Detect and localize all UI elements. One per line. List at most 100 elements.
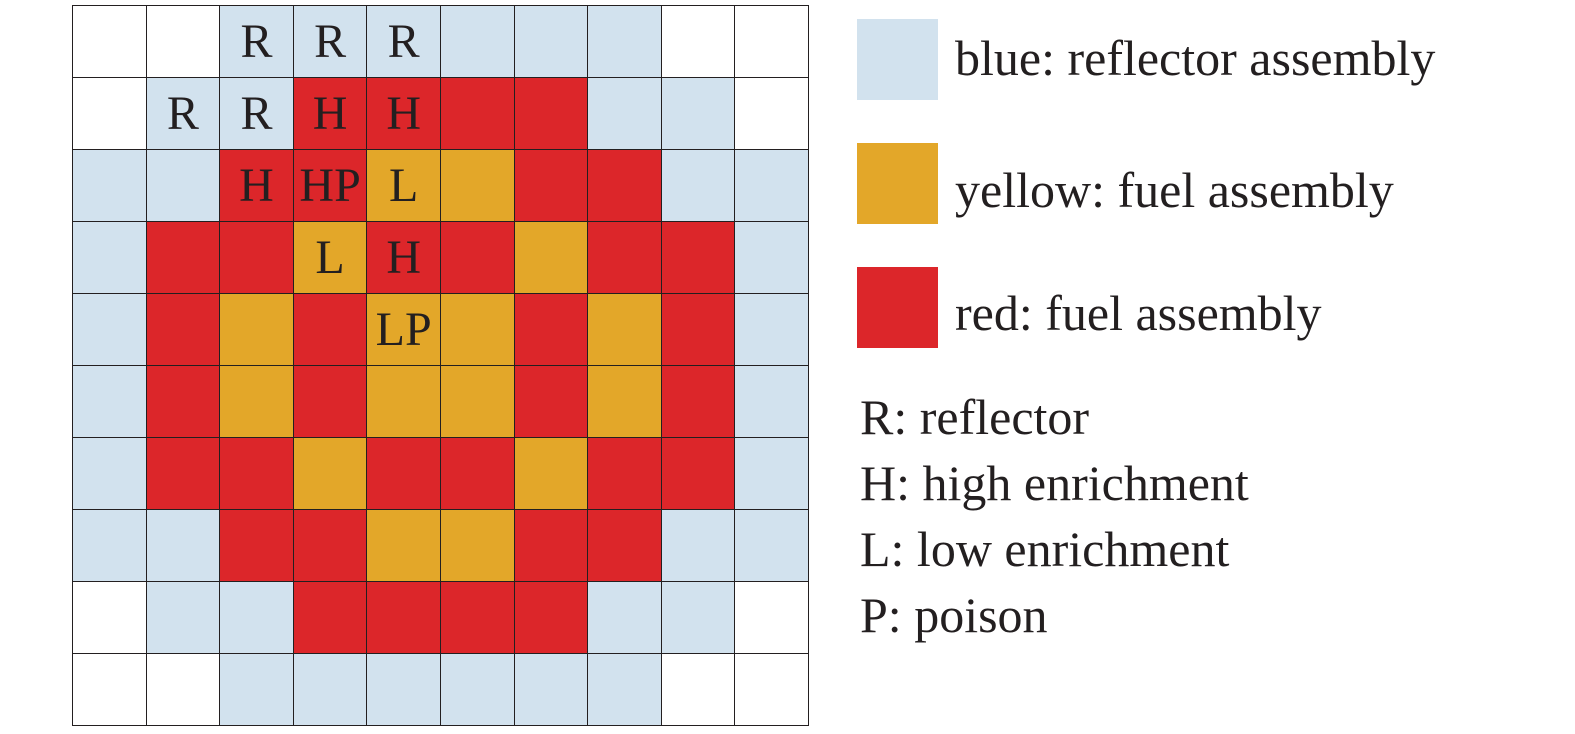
grid-cell [367, 510, 441, 582]
legend-swatch-yellow [857, 143, 938, 224]
grid-cell [661, 6, 736, 78]
grid-cell [661, 582, 736, 654]
grid-cell [661, 510, 736, 582]
legend-swatch-blue [857, 19, 938, 100]
grid-cell [293, 582, 368, 654]
grid-cell [588, 366, 662, 438]
grid-cell [220, 294, 294, 366]
grid-cell [588, 510, 662, 582]
grid-cell [146, 654, 221, 726]
grid-cell [588, 654, 662, 726]
legend-label-blue: blue: reflector assembly [955, 30, 1436, 86]
grid-cell [735, 294, 809, 366]
grid-cell [440, 654, 515, 726]
grid-cell [588, 222, 662, 294]
grid-cell [367, 438, 441, 510]
grid-cell [588, 294, 662, 366]
grid-cell [514, 366, 589, 438]
grid-cell [735, 222, 809, 294]
grid-cell [73, 294, 147, 366]
grid-cell [514, 654, 589, 726]
grid-cell [146, 150, 221, 222]
grid-cell: H [220, 150, 294, 222]
grid-cell [588, 6, 662, 78]
grid-cell [661, 78, 736, 150]
grid-cell [514, 294, 589, 366]
grid-cell [293, 510, 368, 582]
legend-label-yellow: yellow: fuel assembly [955, 162, 1394, 218]
grid-cell [367, 582, 441, 654]
grid-cell [588, 78, 662, 150]
grid-cell [661, 294, 736, 366]
grid-cell [293, 366, 368, 438]
grid-cell [661, 366, 736, 438]
grid-cell [293, 438, 368, 510]
grid-cell [73, 222, 147, 294]
grid-cell [661, 654, 736, 726]
grid-cell [735, 582, 809, 654]
grid-cell [73, 654, 147, 726]
grid-cell [735, 654, 809, 726]
grid-cell [367, 366, 441, 438]
grid-cell: R [220, 6, 294, 78]
legend-abbr-reflector: R: reflector [860, 389, 1090, 445]
grid-cell [367, 654, 441, 726]
grid-cell [146, 222, 221, 294]
grid-cell: L [367, 150, 441, 222]
legend-abbr-high-enrichment: H: high enrichment [860, 455, 1249, 511]
grid-cell [440, 582, 515, 654]
grid-cell [220, 222, 294, 294]
grid-cell [735, 366, 809, 438]
grid-cell [588, 150, 662, 222]
grid-cell [440, 438, 515, 510]
grid-cell [73, 582, 147, 654]
grid-cell [220, 654, 294, 726]
grid-cell [440, 6, 515, 78]
grid-cell [735, 438, 809, 510]
legend-abbr-low-enrichment: L: low enrichment [860, 521, 1230, 577]
grid-cell [440, 222, 515, 294]
grid-cell [514, 438, 589, 510]
grid-cell [440, 78, 515, 150]
legend-label-red: red: fuel assembly [955, 285, 1322, 341]
grid-cell [146, 582, 221, 654]
grid-cell: H [367, 222, 441, 294]
grid-cell [440, 150, 515, 222]
grid-cell [440, 510, 515, 582]
grid-cell [514, 6, 589, 78]
grid-cell [735, 150, 809, 222]
legend-swatch-red [857, 267, 938, 348]
grid-cell [514, 78, 589, 150]
grid-cell: LP [367, 294, 441, 366]
grid-cell [588, 438, 662, 510]
grid-cell: HP [293, 150, 368, 222]
grid-cell [146, 438, 221, 510]
grid-cell [220, 366, 294, 438]
grid-cell [220, 510, 294, 582]
grid-cell [73, 510, 147, 582]
grid-cell [440, 366, 515, 438]
grid-cell [661, 438, 736, 510]
grid-cell [293, 654, 368, 726]
legend-abbr-poison: P: poison [860, 587, 1048, 643]
grid-cell [146, 366, 221, 438]
grid-cell [735, 6, 809, 78]
grid-cell: L [293, 222, 368, 294]
grid-cell: H [293, 78, 368, 150]
grid-cell [73, 438, 147, 510]
grid-cell [73, 78, 147, 150]
grid-cell [514, 582, 589, 654]
grid-cell [146, 294, 221, 366]
grid-cell [220, 582, 294, 654]
grid-cell [73, 366, 147, 438]
grid-cell [73, 150, 147, 222]
grid-cell [293, 294, 368, 366]
grid-cell [514, 510, 589, 582]
grid-cell [661, 150, 736, 222]
grid-cell: R [293, 6, 368, 78]
grid-cell [514, 222, 589, 294]
grid-cell [146, 510, 221, 582]
grid-cell: R [220, 78, 294, 150]
grid-cell: R [367, 6, 441, 78]
